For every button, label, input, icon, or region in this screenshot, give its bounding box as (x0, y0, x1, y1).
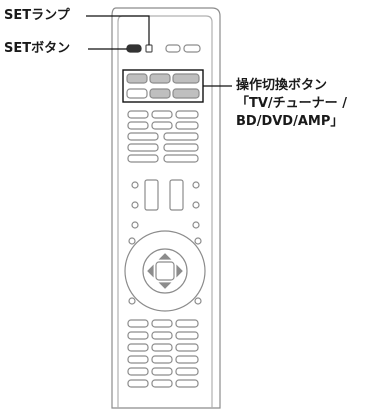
dpad-right-icon (176, 264, 183, 278)
set-lamp-leader-line (86, 15, 150, 45)
remote-button[interactable] (175, 379, 199, 388)
remote-button[interactable] (126, 88, 148, 99)
remote-button[interactable] (128, 297, 136, 305)
dpad-up-icon (158, 253, 172, 260)
remote-button[interactable] (127, 343, 149, 352)
remote-button[interactable] (151, 319, 173, 328)
remote-button[interactable] (163, 132, 199, 141)
volume-rocker[interactable] (144, 179, 159, 211)
remote-button[interactable] (151, 355, 173, 364)
mode-button-tuner[interactable] (149, 73, 171, 84)
mode-button-tv[interactable] (126, 73, 148, 84)
remote-button[interactable] (127, 143, 159, 152)
remote-button[interactable] (127, 355, 149, 364)
mode-button-amp[interactable] (172, 88, 200, 99)
remote-button[interactable] (127, 379, 149, 388)
remote-button[interactable] (151, 121, 173, 130)
remote-button[interactable] (127, 331, 149, 340)
remote-button[interactable] (127, 319, 149, 328)
remote-button[interactable] (127, 132, 159, 141)
mode-buttons-label-line2: 「TV/チューナー / (236, 96, 347, 111)
dpad-outer-ring[interactable] (124, 230, 206, 312)
remote-body-outline (111, 7, 221, 409)
remote-button[interactable] (183, 44, 201, 53)
set-lamp (145, 44, 153, 53)
remote-button[interactable] (175, 121, 199, 130)
set-button-label: SETボタン (4, 41, 71, 56)
dpad-inner-ring[interactable] (142, 248, 188, 294)
remote-button[interactable] (127, 110, 149, 119)
leader-lines (86, 15, 232, 87)
remote-button[interactable] (127, 367, 149, 376)
remote-button[interactable] (192, 201, 200, 209)
dpad-enter-button[interactable] (155, 261, 175, 281)
mode-button-dvd[interactable] (149, 88, 171, 99)
mode-buttons-label-line3: BD/DVD/AMP」 (236, 114, 344, 129)
remote-button[interactable] (192, 181, 200, 189)
set-button[interactable] (126, 44, 142, 53)
dpad-down-icon (158, 282, 172, 289)
channel-rocker[interactable] (169, 179, 184, 211)
remote-button[interactable] (151, 110, 173, 119)
remote-button[interactable] (131, 221, 139, 229)
remote-button[interactable] (165, 44, 181, 53)
dpad-left-icon (147, 264, 154, 278)
remote-button[interactable] (163, 143, 199, 152)
remote-button[interactable] (151, 379, 173, 388)
mode-button-bd[interactable] (172, 73, 200, 84)
remote-control (111, 7, 221, 409)
remote-button[interactable] (127, 154, 159, 163)
remote-button[interactable] (175, 343, 199, 352)
remote-button[interactable] (131, 201, 139, 209)
remote-button[interactable] (151, 343, 173, 352)
remote-button[interactable] (151, 367, 173, 376)
remote-button[interactable] (127, 121, 149, 130)
remote-button[interactable] (194, 297, 202, 305)
remote-button[interactable] (175, 110, 199, 119)
remote-button[interactable] (163, 154, 199, 163)
remote-button[interactable] (175, 319, 199, 328)
remote-button[interactable] (175, 355, 199, 364)
remote-button[interactable] (128, 237, 136, 245)
mode-buttons-label-line1: 操作切換ボタン (236, 78, 328, 93)
set-lamp-label: SETランプ (4, 8, 70, 23)
remote-button[interactable] (131, 181, 139, 189)
remote-button[interactable] (194, 237, 202, 245)
remote-button[interactable] (151, 331, 173, 340)
remote-button[interactable] (175, 331, 199, 340)
remote-button[interactable] (175, 367, 199, 376)
remote-button[interactable] (192, 221, 200, 229)
